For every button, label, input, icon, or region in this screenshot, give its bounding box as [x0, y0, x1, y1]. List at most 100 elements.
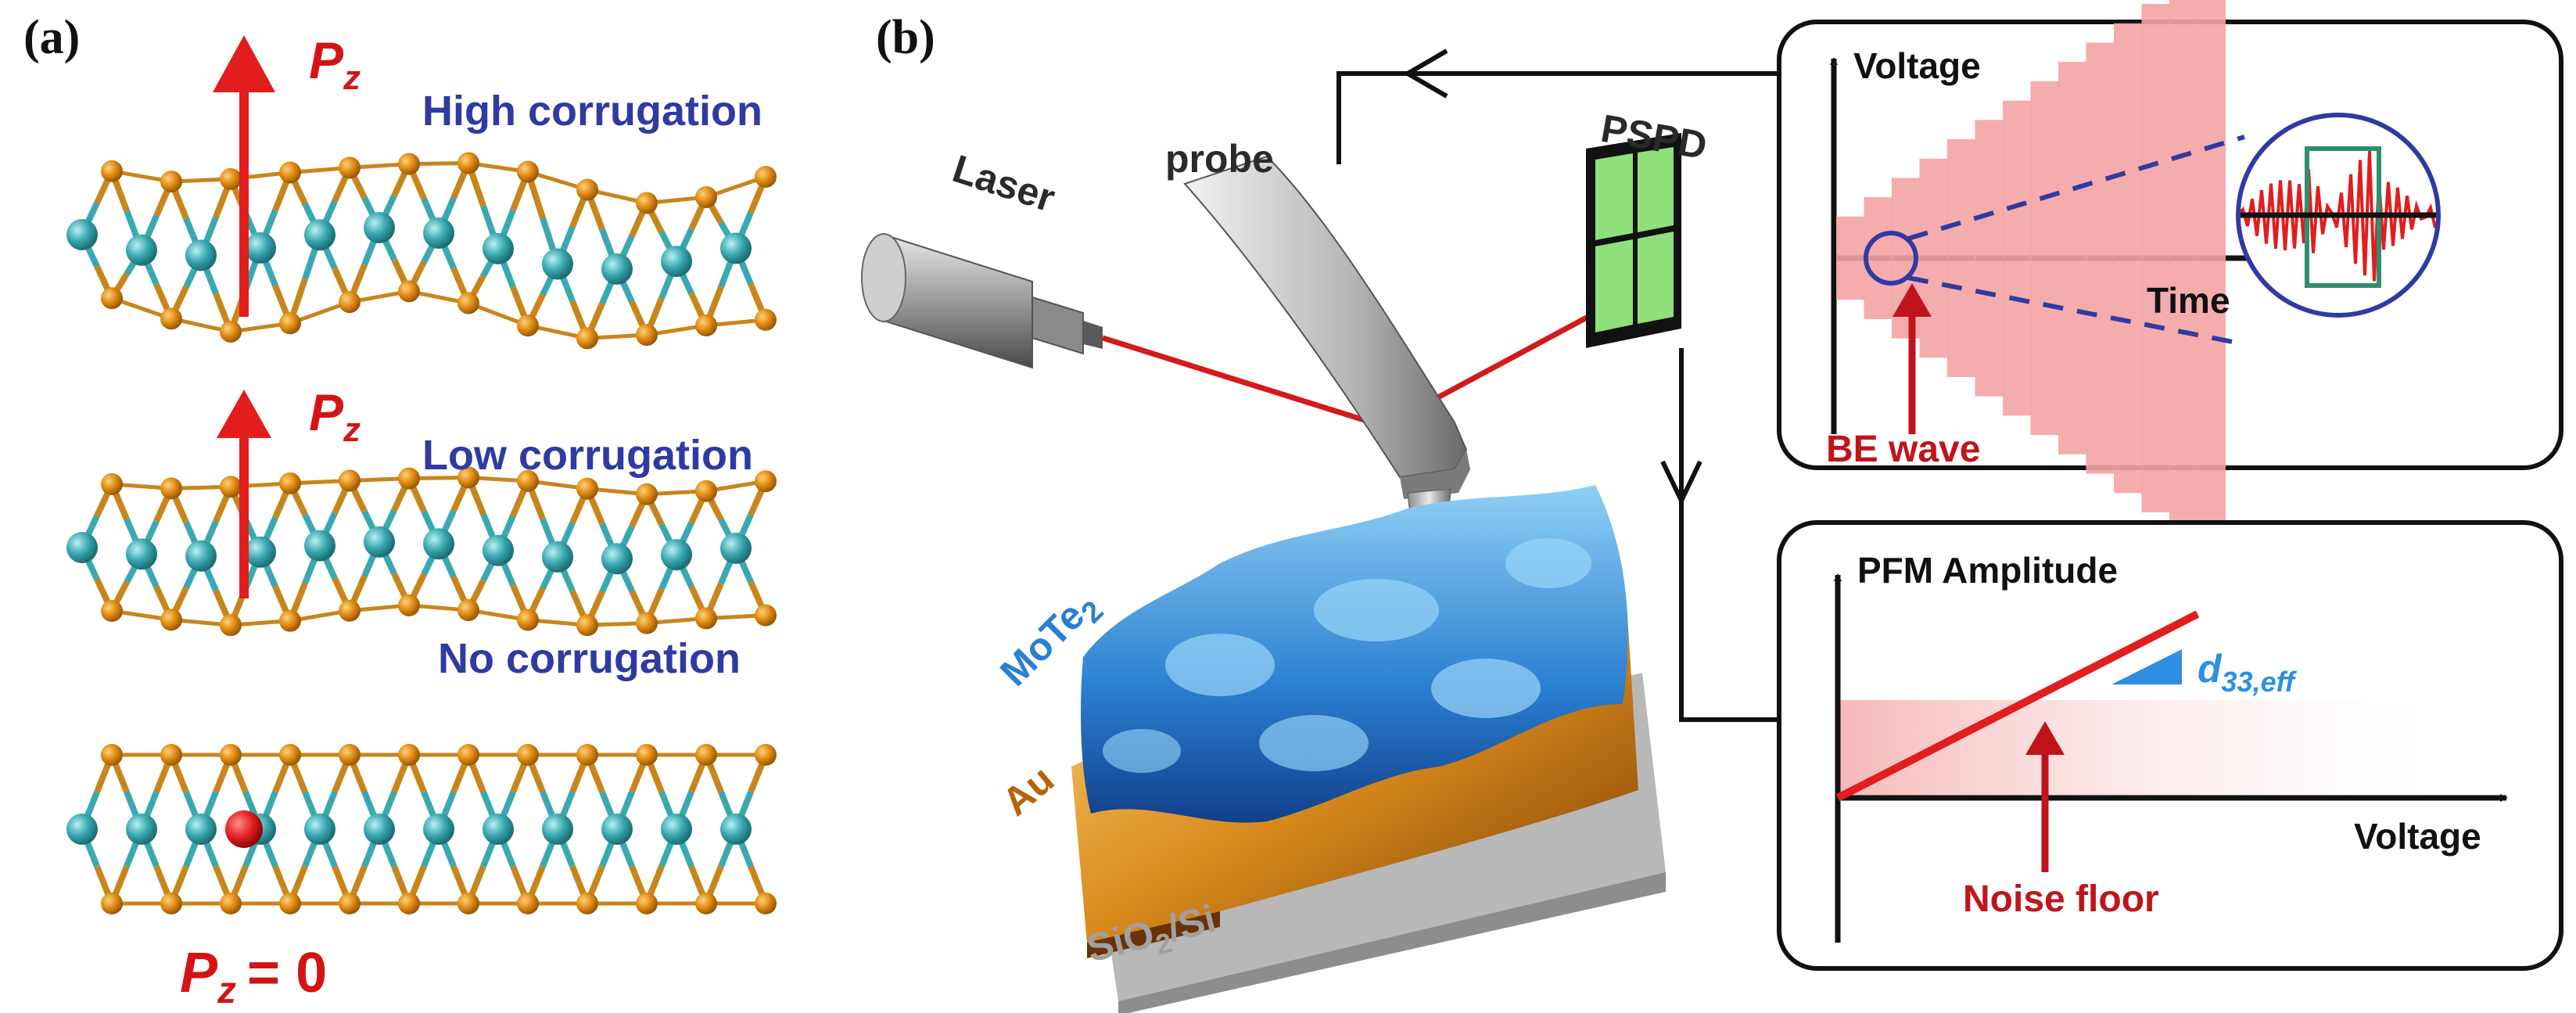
te-atom: [279, 472, 301, 494]
te-atom: [517, 160, 539, 183]
pspd-detector: [1586, 133, 1681, 348]
lattice-atoms: [66, 152, 777, 350]
mo-atom: [542, 248, 573, 280]
te-atom: [160, 609, 182, 631]
be-wave-label: BE wave: [1826, 429, 1980, 470]
te-atom: [339, 291, 361, 314]
te-atom: [576, 893, 598, 914]
mo-atom: [304, 814, 335, 845]
laser-label: Laser: [948, 146, 1060, 220]
te-atom: [517, 314, 539, 337]
be-wave-step: [1919, 158, 1948, 358]
mo-atom: [66, 219, 98, 250]
te-atom: [279, 161, 301, 184]
te-atom: [279, 744, 301, 766]
pfm-x-label: Voltage: [2354, 816, 2481, 857]
caption-low-corrugation: Low corrugation: [422, 432, 753, 479]
te-atom: [576, 178, 598, 201]
mo-atom: [364, 814, 395, 845]
be-wave-step: [2114, 23, 2143, 494]
be-wave-step: [2058, 62, 2087, 454]
be-x-label: Time: [2147, 280, 2230, 321]
sample-stack: [1071, 485, 1666, 1013]
te-atom: [101, 600, 123, 622]
zoom-source-circle: [1864, 231, 1918, 286]
te-atom: [220, 893, 242, 914]
te-atom: [160, 893, 182, 914]
be-wave-step: [2086, 42, 2115, 474]
mo-atom: [483, 232, 514, 264]
te-atom: [636, 483, 658, 505]
te-atom: [517, 893, 539, 914]
be-wave-step: [2197, 0, 2226, 551]
mo-atom: [126, 814, 157, 845]
be-wave-step: [2169, 0, 2198, 532]
slope-triangle: [2111, 649, 2182, 684]
te-atom: [160, 171, 182, 193]
te-atom: [636, 893, 658, 914]
te-atom: [636, 744, 658, 766]
te-atom: [695, 607, 717, 630]
te-atom: [101, 287, 123, 310]
mo-atom: [126, 234, 157, 266]
pfm-response-line: [1835, 610, 2200, 802]
mo-atom: [661, 246, 692, 278]
be-wave-step: [1947, 139, 1976, 377]
te-atom: [398, 153, 420, 175]
mo-atom: [126, 538, 157, 570]
noise-floor-label: Noise floor: [1963, 878, 2159, 920]
pz-zero-label: Pz= 0: [180, 942, 327, 1011]
te-atom: [220, 476, 242, 498]
te-atom: [457, 599, 479, 622]
te-atom: [339, 599, 361, 622]
te-atom: [160, 477, 182, 500]
pz-zero-dot: [225, 810, 263, 848]
mo-atom: [185, 540, 217, 572]
mo-atom: [245, 232, 276, 264]
te-atom: [457, 893, 479, 914]
mo-atom: [364, 526, 395, 558]
mo-atom: [542, 541, 573, 573]
te-atom: [576, 744, 598, 766]
te-atom: [220, 744, 242, 766]
te-atom: [755, 893, 777, 914]
te-atom: [755, 470, 777, 493]
be-wave-envelope: [1836, 0, 2226, 551]
mo-atom: [423, 528, 454, 560]
slope-label: d33,eff: [2197, 647, 2297, 698]
mo-atom: [483, 814, 514, 845]
te-atom: [576, 327, 598, 350]
be-wave-step: [1836, 216, 1865, 300]
laser-source: [861, 233, 1103, 369]
mo-atom: [601, 814, 633, 845]
pz-arrow-high: [213, 35, 275, 317]
te-atom: [339, 469, 361, 492]
caption-high-corrugation: High corrugation: [422, 88, 762, 135]
te-atom: [101, 744, 123, 766]
te-atom: [755, 604, 777, 627]
pz-arrow-low: [217, 390, 271, 598]
panel-b-label: (b): [876, 11, 935, 64]
te-atom: [695, 186, 717, 209]
te-atom: [279, 609, 301, 632]
te-atom: [398, 744, 420, 766]
te-atom: [279, 312, 301, 335]
mo-atom: [304, 219, 335, 251]
te-atom: [457, 292, 479, 314]
te-atom: [339, 744, 361, 766]
feedback-wires: [1336, 48, 1779, 722]
te-atom: [220, 614, 242, 637]
te-atom: [695, 480, 717, 502]
be-y-label: Voltage: [1853, 45, 1981, 86]
te-atom: [517, 469, 539, 492]
pz-symbol-low: Pz: [309, 383, 361, 449]
te-atom: [695, 893, 717, 914]
lattice-bonds: [79, 160, 769, 340]
te-atom: [636, 324, 658, 347]
te-atom: [517, 609, 539, 631]
be-wave-step: [2141, 4, 2170, 512]
te-atom: [755, 166, 777, 189]
te-atom: [457, 744, 479, 766]
mo-atom: [66, 532, 98, 563]
te-atom: [160, 744, 182, 766]
